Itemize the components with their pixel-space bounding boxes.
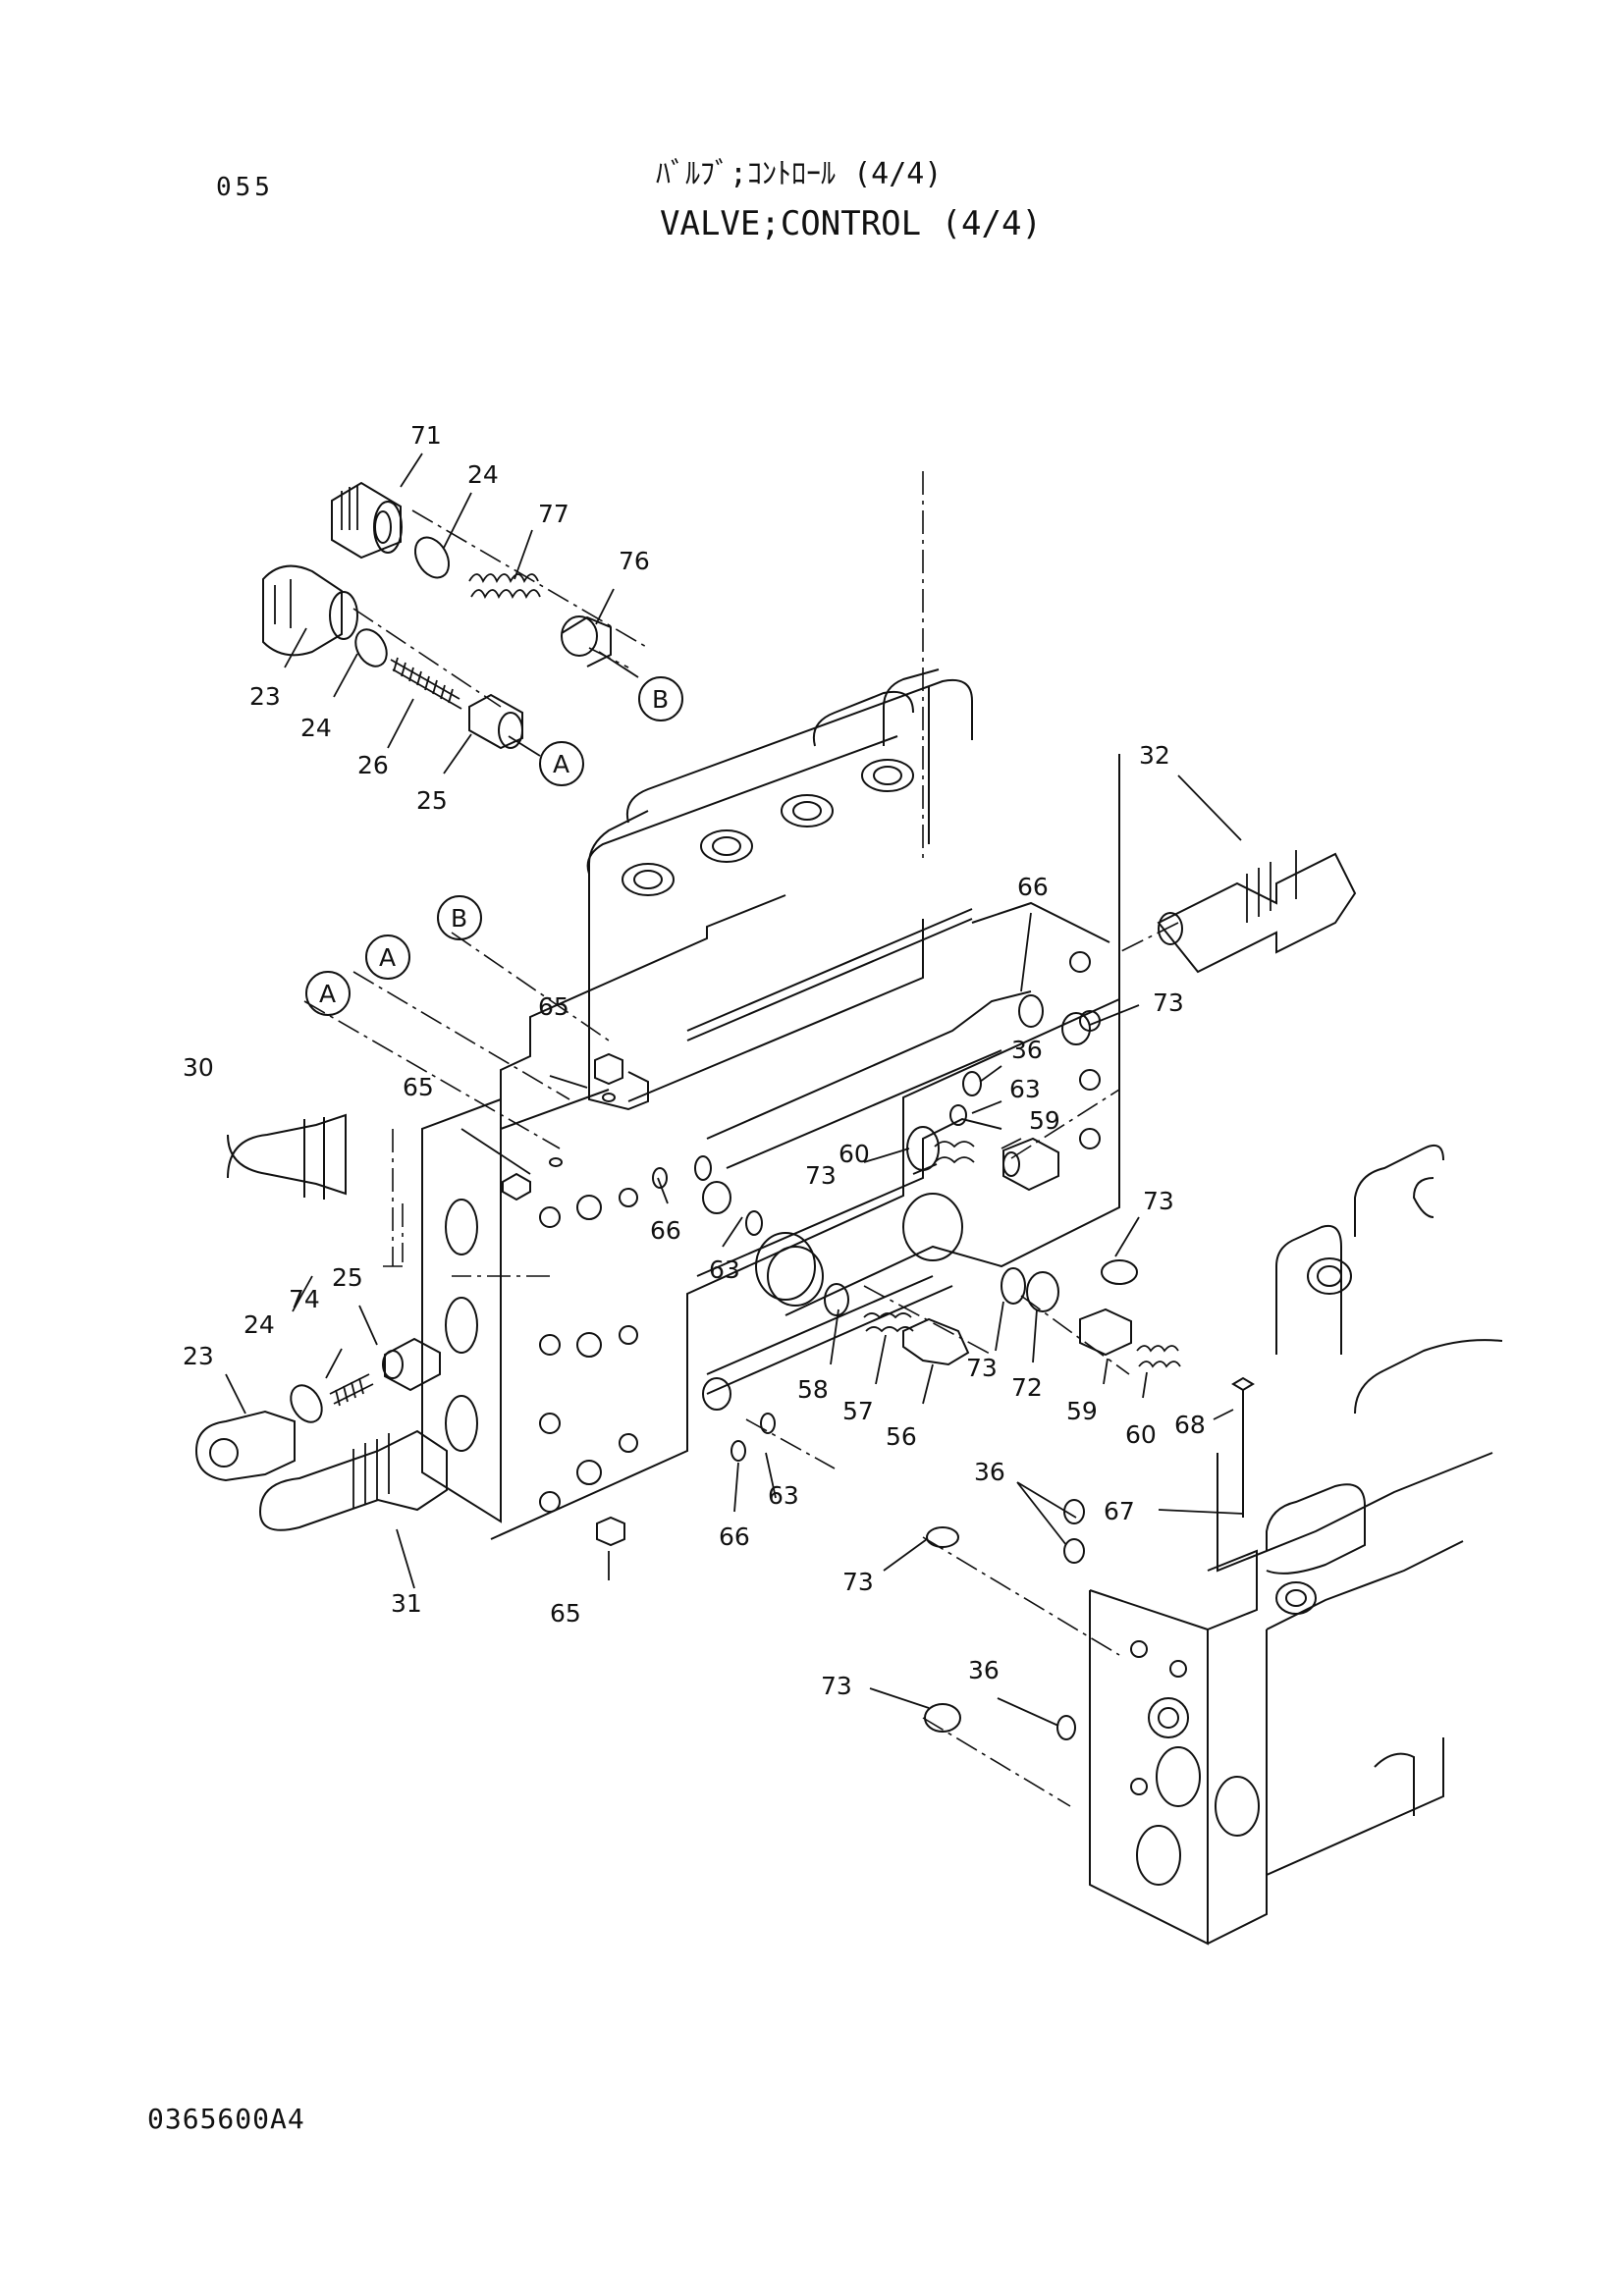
part-58-disc-drawing [767,1246,824,1307]
callout-30: 30 [183,1053,214,1082]
ref-label-b-detail: B [652,685,669,714]
callout-57: 57 [842,1397,874,1425]
callout-63-top: 63 [1009,1075,1041,1103]
part-68-screw-drawing [1231,1376,1255,1518]
callout-24-lower: 24 [243,1310,275,1339]
page-number: 055 [216,173,274,202]
callout-59-upper: 59 [1029,1106,1060,1135]
callout-59-lower: 59 [1066,1397,1098,1425]
callout-71: 71 [410,421,442,450]
part-30-plug-drawing [227,1113,347,1200]
callout-36-lower-a: 36 [974,1458,1005,1486]
center-lines [303,471,1179,1807]
callout-72: 72 [1011,1373,1043,1402]
callout-73-mid: 73 [805,1161,837,1190]
callout-68: 68 [1174,1411,1206,1439]
part-60-spring-upper-drawing [934,1141,975,1164]
part-71-plug-drawing [331,481,403,560]
callout-65-bottom: 65 [550,1599,581,1628]
part-65-plug-upper-drawing [594,1052,623,1102]
part-25-sleeve-drawing [468,693,523,750]
callout-60-lower: 60 [1125,1420,1157,1449]
callout-58: 58 [797,1375,829,1404]
callout-56: 56 [886,1422,917,1451]
callout-60-upper: 60 [839,1140,870,1168]
callout-77: 77 [538,500,569,528]
callout-32: 32 [1139,741,1170,770]
callout-74: 74 [289,1285,320,1313]
ref-label-b-body: B [451,904,467,933]
part-77-spring-drawing [468,573,541,600]
callout-36-top: 36 [1011,1036,1043,1064]
callout-63-lower: 63 [768,1481,799,1510]
callout-66-top: 66 [1017,873,1049,901]
part-74-spring-drawing [329,1373,374,1407]
part-60-spring-lower-drawing [1136,1345,1181,1368]
callout-36-lower-b: 36 [968,1656,1000,1684]
part-59-plug-upper-drawing [1002,1137,1059,1192]
part-25-sleeve-lower-drawing [382,1337,441,1392]
callout-76: 76 [619,547,650,575]
part-72-sleeve-drawing [1026,1271,1059,1312]
part-56-poppet-drawing [902,1317,970,1366]
title-english: VALVE;CONTROL (4/4) [660,204,1042,243]
callout-73-bottom-b: 73 [821,1672,852,1700]
callout-31: 31 [391,1589,422,1618]
title-japanese: ﾊﾞﾙﾌﾞ;ｺﾝﾄﾛｰﾙ (4/4) [656,157,943,191]
part-32-spool-drawing [1157,850,1357,974]
callout-23-upper: 23 [249,682,281,711]
part-59-plug-lower-drawing [1079,1308,1132,1357]
callout-26: 26 [357,751,389,779]
part-26-spring-drawing [390,657,462,710]
part-24-oring-upper-drawing [413,536,451,579]
part-31-relief-valve-drawing [259,1429,448,1531]
part-57-spring-drawing [863,1312,914,1333]
callout-65-mid: 65 [403,1073,434,1101]
part-24-oring-mid-drawing [354,628,388,667]
part-65-plug-mid-drawing [502,1157,563,1201]
part-76-seat-drawing [561,615,612,667]
callout-63-mid: 63 [709,1255,740,1284]
valve-body-main-drawing [421,668,1120,1540]
callout-25-lower: 25 [332,1263,363,1292]
callout-73-lower: 73 [966,1354,998,1382]
callout-24-mid: 24 [300,714,332,742]
small-orings-drawing [652,994,1138,1740]
callout-66-lower: 66 [719,1522,750,1551]
callout-67: 67 [1104,1497,1135,1525]
callout-25-upper: 25 [416,786,448,815]
part-23-plug-left-lower-drawing [195,1410,296,1482]
callout-23-lower: 23 [183,1342,214,1370]
callout-66-mid: 66 [650,1216,681,1245]
ref-circles [305,676,683,1016]
callout-73-top: 73 [1153,988,1184,1017]
drawing-code: 0365600A4 [147,2103,305,2135]
part-65-plug-lower-drawing [596,1516,625,1547]
ref-label-a-body-1: A [379,943,396,972]
callout-24-upper: 24 [467,460,499,489]
callout-73-bottom-a: 73 [842,1568,874,1596]
callout-65-top: 65 [538,992,569,1021]
leader-lines [225,453,1244,1727]
callout-73-right: 73 [1143,1187,1174,1215]
adjacent-valve-section-drawing [1089,1145,1503,1946]
ref-label-a-body-2: A [319,980,336,1008]
part-23-plug-left-upper-drawing [262,564,358,657]
part-24-oring-lower-drawing [290,1384,323,1423]
ref-label-a-detail: A [553,750,569,778]
